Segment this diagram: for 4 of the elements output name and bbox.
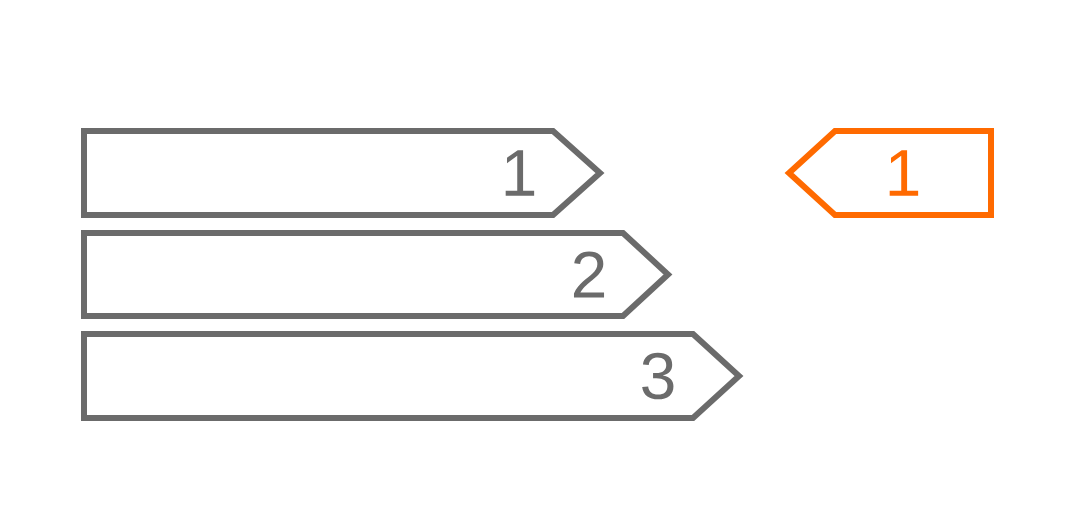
arrow-label: 3 xyxy=(81,331,744,421)
arrow-label: 1 xyxy=(81,128,605,218)
arrow-label: 1 xyxy=(784,128,994,218)
arrow-label: 2 xyxy=(81,230,673,319)
